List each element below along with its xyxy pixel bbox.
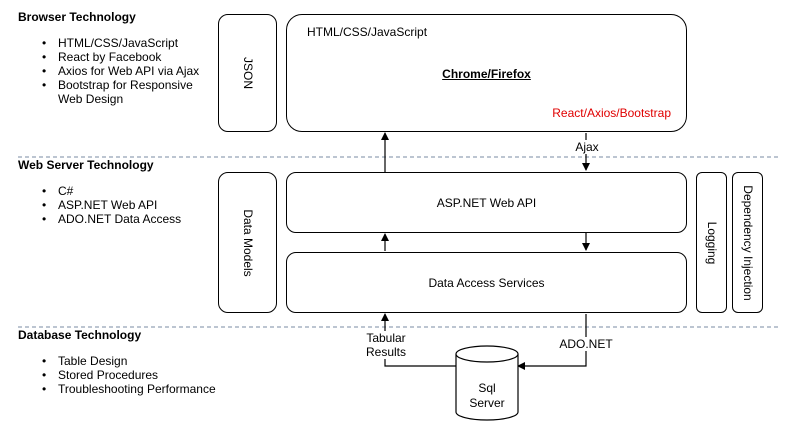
list-item: C# <box>42 184 181 198</box>
json-box: JSON <box>218 14 277 132</box>
list-item: Axios for Web API via Ajax <box>42 64 199 78</box>
browser-libraries-label: React/Axios/Bootstrap <box>552 106 671 120</box>
ado-net-label: ADO.NET <box>558 337 614 351</box>
data-models-box: Data Models <box>218 172 277 313</box>
data-access-box: Data Access Services <box>286 252 687 313</box>
list-item-continuation: Web Design <box>58 92 124 106</box>
section-title-database: Database Technology <box>18 328 142 342</box>
web-server-tech-list: C# ASP.NET Web API ADO.NET Data Access <box>42 184 181 226</box>
sql-server-cylinder <box>455 345 519 421</box>
data-models-label: Data Models <box>240 208 255 277</box>
connector-dataaccess-to-sql <box>517 314 587 370</box>
sql-server-label: Sql Server <box>456 381 518 411</box>
list-item: HTML/CSS/JavaScript <box>42 36 199 50</box>
browser-box: HTML/CSS/JavaScript Chrome/Firefox React… <box>286 14 687 132</box>
dependency-injection-label: Dependency Injection <box>740 184 755 301</box>
list-item: Bootstrap for Responsive <box>42 78 199 92</box>
browser-tech-list: HTML/CSS/JavaScript React by Facebook Ax… <box>42 36 199 92</box>
list-item: Troubleshooting Performance <box>42 382 216 396</box>
tabular-results-line2: Results <box>365 345 406 359</box>
json-label: JSON <box>240 56 255 90</box>
ajax-label: Ajax <box>571 140 603 154</box>
section-title-web-server: Web Server Technology <box>18 158 154 172</box>
sql-server-line1: Sql <box>478 381 496 395</box>
list-item: Stored Procedures <box>42 368 216 382</box>
data-access-label: Data Access Services <box>428 275 545 290</box>
browser-stack-label: HTML/CSS/JavaScript <box>307 25 428 39</box>
list-item: React by Facebook <box>42 50 199 64</box>
dependency-injection-box: Dependency Injection <box>732 172 763 313</box>
logging-label: Logging <box>704 221 719 264</box>
web-api-label: ASP.NET Web API <box>436 195 537 210</box>
logging-box: Logging <box>696 172 727 313</box>
list-item: Table Design <box>42 354 216 368</box>
browser-title: Chrome/Firefox <box>442 67 531 81</box>
database-tech-list: Table Design Stored Procedures Troublesh… <box>42 354 216 396</box>
tabular-results-label: Tabular Results <box>358 331 414 359</box>
tabular-results-line1: Tabular <box>366 331 406 345</box>
sql-server-line2: Server <box>469 396 505 410</box>
list-item: ADO.NET Data Access <box>42 212 181 226</box>
web-api-box: ASP.NET Web API <box>286 172 687 233</box>
list-item: ASP.NET Web API <box>42 198 181 212</box>
section-title-browser: Browser Technology <box>18 10 136 24</box>
